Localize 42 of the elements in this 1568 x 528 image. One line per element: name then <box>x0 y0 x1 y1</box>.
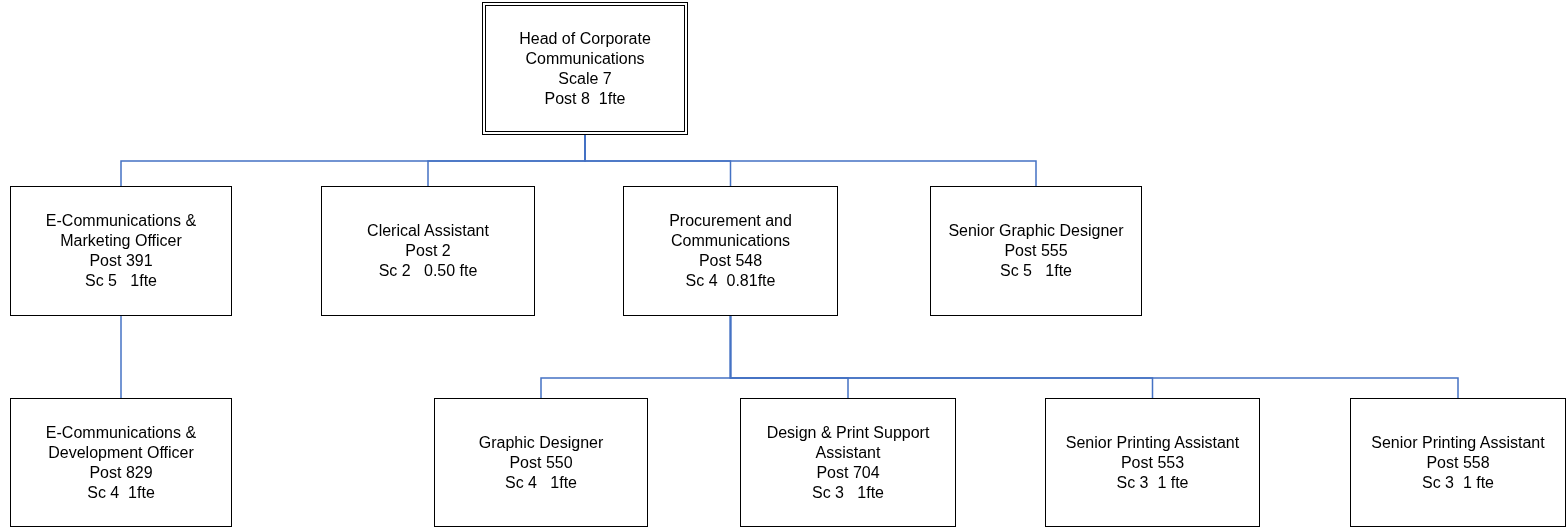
post-detail: Post 553 <box>1120 452 1185 473</box>
post-detail: Post 555 <box>1004 241 1068 261</box>
job-title: Design & Print Support Assistant <box>765 422 931 463</box>
job-title: Head of Corporate Communications <box>518 28 652 69</box>
position-box <box>321 186 535 316</box>
post-detail: Post 8 1fte <box>544 88 626 109</box>
position-box <box>930 186 1142 316</box>
post-detail: Post 391 <box>89 251 153 271</box>
post-detail: Post 558 <box>1426 452 1490 473</box>
job-title: Clerical Assistant <box>367 221 489 241</box>
post-detail: Post 548 <box>698 251 763 271</box>
position-box <box>1045 398 1260 527</box>
job-title: Senior Graphic Designer <box>948 221 1124 241</box>
connector-line <box>729 315 1459 399</box>
post-detail: Sc 5 1fte <box>999 261 1072 281</box>
position-box <box>10 186 232 316</box>
post-detail: Post 550 <box>509 452 573 473</box>
job-title: E-Communications & Development Officer <box>44 422 198 463</box>
post-detail: Sc 4 1fte <box>87 482 155 503</box>
post-detail: Sc 2 0.50 fte <box>378 261 478 281</box>
post-detail: Sc 5 1fte <box>84 271 157 291</box>
position-box <box>1350 398 1566 527</box>
position-box <box>623 186 838 316</box>
job-title: Graphic Designer <box>478 432 604 453</box>
position-box <box>482 2 688 135</box>
post-detail: Scale 7 <box>558 68 612 89</box>
post-detail: Post 704 <box>816 462 880 483</box>
post-detail: Sc 4 1fte <box>504 472 577 493</box>
job-title: Senior Printing Assistant <box>1065 432 1240 453</box>
job-title: E-Communications & Marketing Officer <box>44 211 198 251</box>
post-detail: Post 2 <box>405 241 451 261</box>
job-title: Procurement and Communications <box>668 211 793 251</box>
job-title: Senior Printing Assistant <box>1371 432 1545 453</box>
position-box <box>434 398 648 527</box>
post-detail: Post 829 <box>89 462 153 483</box>
position-box <box>740 398 956 527</box>
post-detail: Sc 4 0.81fte <box>685 271 776 291</box>
post-detail: Sc 3 1fte <box>811 482 884 503</box>
post-detail: Sc 3 1 fte <box>1116 472 1189 493</box>
position-box <box>10 398 232 527</box>
connector-line <box>120 315 122 399</box>
post-detail: Sc 3 1 fte <box>1421 472 1494 493</box>
